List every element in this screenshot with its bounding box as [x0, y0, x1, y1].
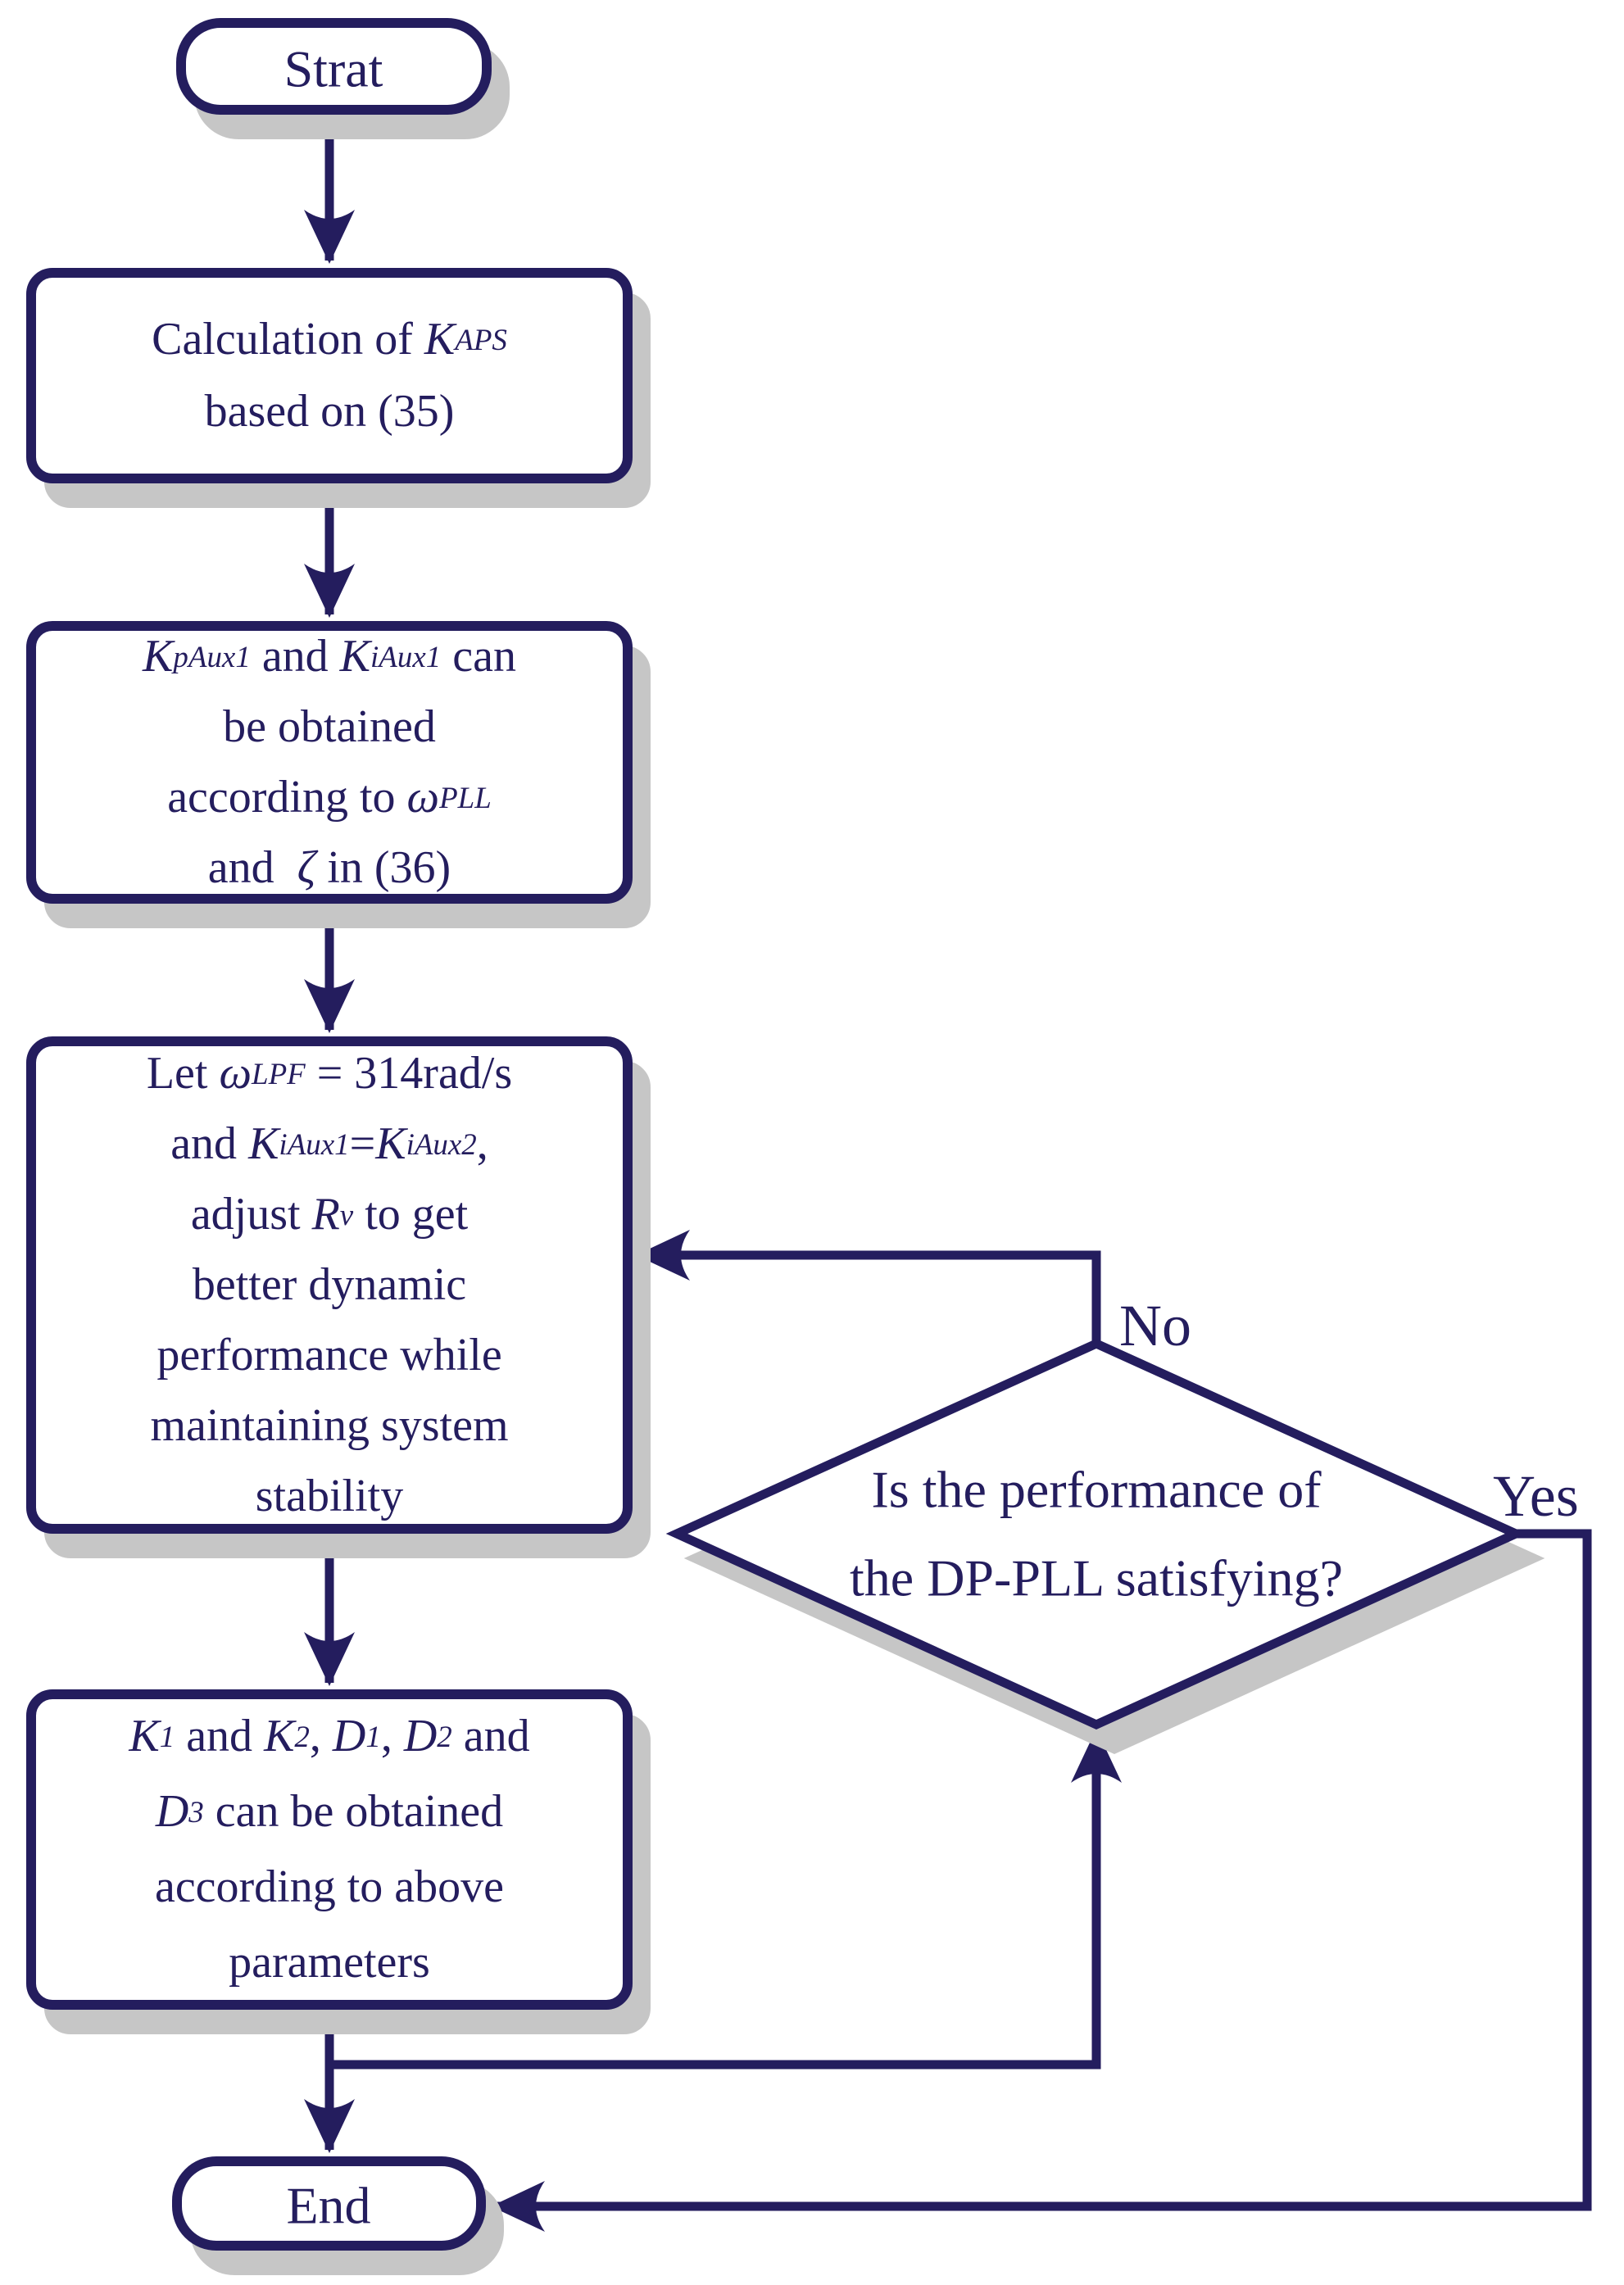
text-fragment: K	[142, 631, 175, 682]
calc-text-line2: based on (35)	[205, 386, 455, 437]
edge-decision-yes-to-end	[491, 1529, 1592, 2232]
text-fragment: and	[452, 1711, 530, 1761]
params-text-line4: parameters	[229, 1937, 430, 1988]
flow-node-decision: Is the performance of the DP-PLL satisfy…	[665, 1338, 1527, 1730]
flow-node-params: K1 and K2, D1, D2 and D3 can be obtained…	[26, 1689, 633, 2010]
text-fragment: ω	[219, 1048, 252, 1099]
flow-node-calc: Calculation of KAPS based on (35)	[26, 268, 633, 483]
text-fragment: 2	[294, 1720, 309, 1753]
text-fragment: 1	[365, 1720, 380, 1753]
text-fragment: K	[263, 1711, 297, 1761]
no-branch-label: No	[1119, 1293, 1191, 1358]
adjust-text-line1: Let ωLPF = 314rad/s	[147, 1048, 512, 1099]
gains-text-line2: be obtained	[223, 701, 436, 752]
adjust-text-line4: better dynamic	[193, 1259, 466, 1310]
text-fragment: Calculation of	[152, 314, 424, 365]
decision-text-line2: the DP-PLL satisfying?	[850, 1549, 1343, 1607]
text-fragment: v	[340, 1198, 354, 1231]
gains-box-shape	[26, 621, 633, 904]
text-fragment: and	[175, 1711, 264, 1761]
gains-text-line4: and ζ in (36)	[208, 842, 451, 893]
text-fragment: 1	[160, 1720, 175, 1753]
params-text-line1: K1 and K2, D1, D2 and	[128, 1711, 529, 1761]
gains-text-line1: KpAux1 and KiAux1 can	[142, 631, 516, 682]
text-fragment: ,	[477, 1118, 488, 1169]
text-fragment: LPF	[251, 1057, 306, 1090]
text-fragment: iAux1	[279, 1127, 349, 1161]
text-fragment: iAux2	[406, 1127, 477, 1161]
text-fragment: K	[247, 1118, 281, 1169]
text-fragment: and	[251, 631, 340, 682]
text-fragment: to get	[353, 1189, 468, 1240]
text-fragment: in (36)	[315, 842, 451, 893]
adjust-text-line7: stability	[256, 1471, 403, 1521]
start-terminal-shape	[176, 18, 492, 115]
params-box-shape	[26, 1689, 633, 2010]
text-fragment: K	[374, 1118, 408, 1169]
text-fragment: 2	[437, 1720, 451, 1753]
text-fragment: ω	[407, 772, 440, 823]
text-fragment: PLL	[438, 781, 492, 814]
gains-text-line3: according to ωPLL	[167, 772, 492, 823]
end-terminal-shape	[172, 2156, 486, 2251]
text-fragment: D	[332, 1711, 365, 1761]
text-fragment: K	[424, 314, 457, 365]
decision-diamond-shape	[665, 1338, 1527, 1730]
params-text-line2: D3 can be obtained	[155, 1786, 503, 1837]
adjust-box-shape	[26, 1036, 633, 1534]
text-fragment: R	[311, 1189, 340, 1240]
text-fragment: D	[155, 1786, 188, 1837]
adjust-text-line6: maintaining system	[150, 1400, 508, 1451]
start-terminal-label: Strat	[284, 40, 383, 98]
flow-node-adjust: Let ωLPF = 314rad/s and KiAux1=KiAux2, a…	[26, 1036, 633, 1534]
calc-box-shape	[26, 268, 633, 483]
adjust-text-line5: performance while	[157, 1330, 501, 1381]
edge-junction-to-decision	[329, 1729, 1122, 2070]
text-fragment: can	[441, 631, 516, 682]
text-fragment: K	[128, 1711, 161, 1761]
text-fragment: 3	[188, 1795, 203, 1829]
yes-branch-label: Yes	[1493, 1463, 1579, 1529]
text-fragment: Let	[147, 1048, 220, 1099]
flow-node-end: End	[172, 2156, 486, 2251]
text-fragment: and	[208, 842, 297, 893]
text-fragment: ,	[381, 1711, 404, 1761]
text-fragment: =	[350, 1118, 376, 1169]
adjust-text-line3: adjust Rv to get	[191, 1189, 469, 1240]
decision-text-line1: Is the performance of	[871, 1461, 1322, 1519]
text-fragment: can be obtained	[204, 1786, 503, 1837]
flow-node-gains: KpAux1 and KiAux1 can be obtained accord…	[26, 621, 633, 904]
text-fragment: adjust	[191, 1189, 312, 1240]
text-fragment: and	[170, 1118, 248, 1169]
adjust-text-line2: and KiAux1=KiAux2,	[170, 1118, 488, 1169]
edge-decision-no-to-adjust	[636, 1230, 1101, 1344]
params-text-line3: according to above	[155, 1861, 504, 1912]
flow-node-start: Strat	[176, 18, 492, 115]
text-fragment: ζ	[297, 842, 319, 893]
end-terminal-label: End	[286, 2177, 370, 2235]
text-fragment: ,	[310, 1711, 333, 1761]
text-fragment: APS	[452, 323, 507, 356]
text-fragment: iAux1	[370, 640, 441, 673]
text-fragment: = 314rad/s	[306, 1048, 512, 1099]
text-fragment: K	[339, 631, 373, 682]
text-fragment: D	[403, 1711, 437, 1761]
text-fragment: according to	[167, 772, 406, 823]
calc-text-line1: Calculation of KAPS	[152, 314, 507, 365]
text-fragment: pAux1	[170, 640, 250, 673]
